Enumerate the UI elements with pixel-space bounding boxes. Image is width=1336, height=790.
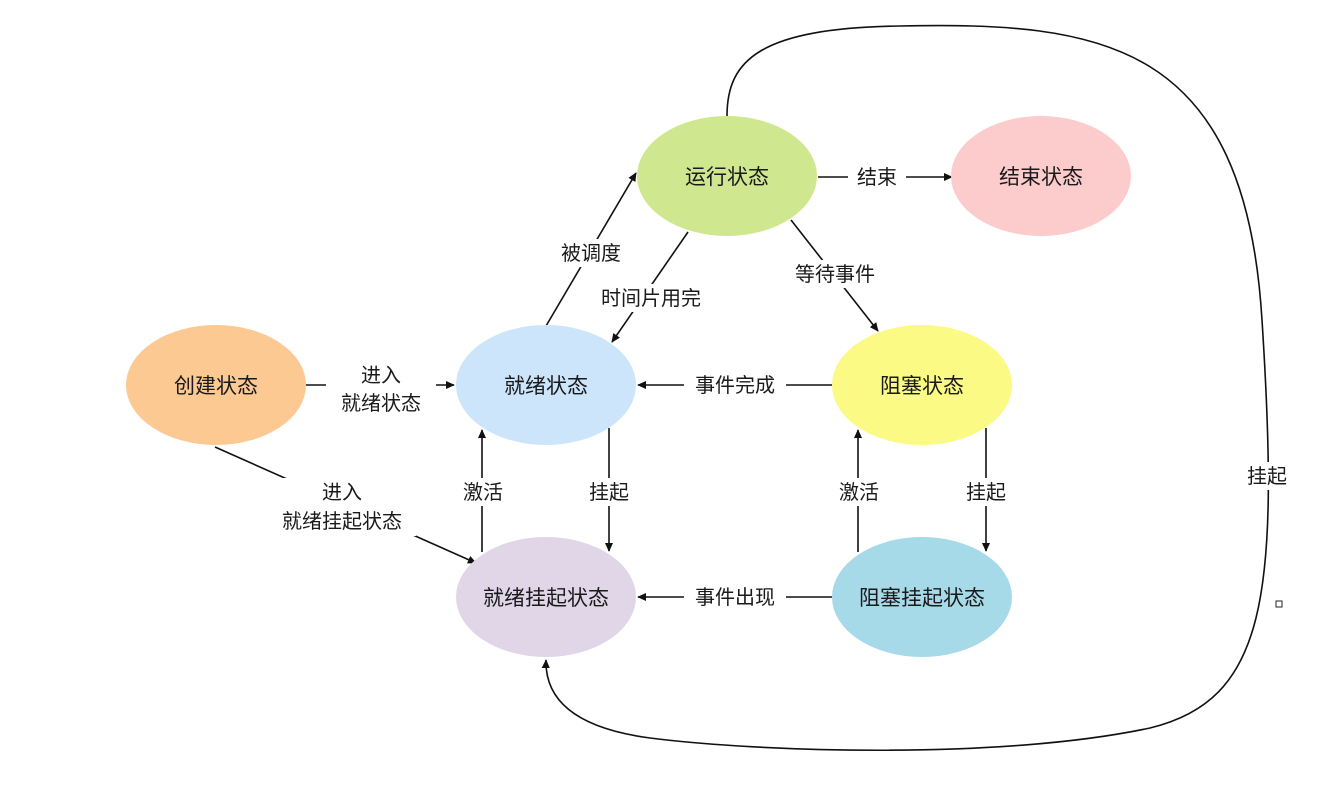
node-blocked-suspended-label: 阻塞挂起状态 bbox=[859, 586, 985, 610]
node-blocked-suspended-shape bbox=[832, 537, 1012, 657]
node-ready-label: 就绪状态 bbox=[504, 374, 588, 398]
edge-label-blocked-to-ready: 事件完成 bbox=[695, 373, 775, 397]
node-ready-suspended-shape bbox=[456, 537, 636, 657]
selection-handle bbox=[1275, 600, 1283, 608]
node-running-label: 运行状态 bbox=[685, 165, 769, 189]
node-create-shape bbox=[126, 325, 306, 445]
edge-label-blocked-suspended-to-blocked: 激活 bbox=[839, 480, 879, 504]
edge-running-to-ready-suspended bbox=[541, 24, 1270, 752]
edge-label-create-to-ready-line1: 进入 bbox=[361, 363, 401, 387]
node-blocked-suspended: 阻塞挂起状态 bbox=[832, 537, 1012, 657]
node-create: 创建状态 bbox=[126, 325, 306, 445]
node-ready-suspended-label: 就绪挂起状态 bbox=[483, 586, 609, 610]
edge-label-ready-to-ready-suspended: 挂起 bbox=[589, 480, 629, 504]
node-running: 运行状态 bbox=[637, 116, 817, 236]
edge-label-ready-suspended-to-ready: 激活 bbox=[463, 480, 503, 504]
node-blocked: 阻塞状态 bbox=[832, 325, 1012, 445]
node-blocked-label: 阻塞状态 bbox=[880, 374, 964, 398]
node-running-shape bbox=[637, 116, 817, 236]
edge-label-create-to-ready-suspended-line1: 进入 bbox=[322, 480, 362, 504]
node-end-shape bbox=[951, 116, 1131, 236]
node-ready: 就绪状态 bbox=[456, 325, 636, 445]
edge-label-running-to-ready-suspended: 挂起 bbox=[1247, 464, 1287, 488]
node-blocked-shape bbox=[832, 325, 1012, 445]
node-ready-shape bbox=[456, 325, 636, 445]
edge-label-create-to-ready-line2: 就绪状态 bbox=[341, 391, 421, 415]
node-end-label: 结束状态 bbox=[999, 165, 1083, 189]
edge-label-running-to-end: 结束 bbox=[857, 165, 897, 189]
edge-label-running-to-blocked: 等待事件 bbox=[795, 262, 875, 286]
edge-label-create-to-ready-suspended-line2: 就绪挂起状态 bbox=[282, 509, 402, 533]
edge-label-running-to-ready: 时间片用完 bbox=[601, 286, 701, 310]
node-ready-suspended: 就绪挂起状态 bbox=[456, 537, 636, 657]
node-end: 结束状态 bbox=[951, 116, 1131, 236]
node-create-label: 创建状态 bbox=[174, 374, 258, 398]
edge-label-blocked-to-blocked-suspended: 挂起 bbox=[966, 480, 1006, 504]
edge-label-ready-to-running: 被调度 bbox=[561, 241, 621, 265]
edge-label-blocked-suspended-to-ready-suspended: 事件出现 bbox=[695, 585, 775, 609]
